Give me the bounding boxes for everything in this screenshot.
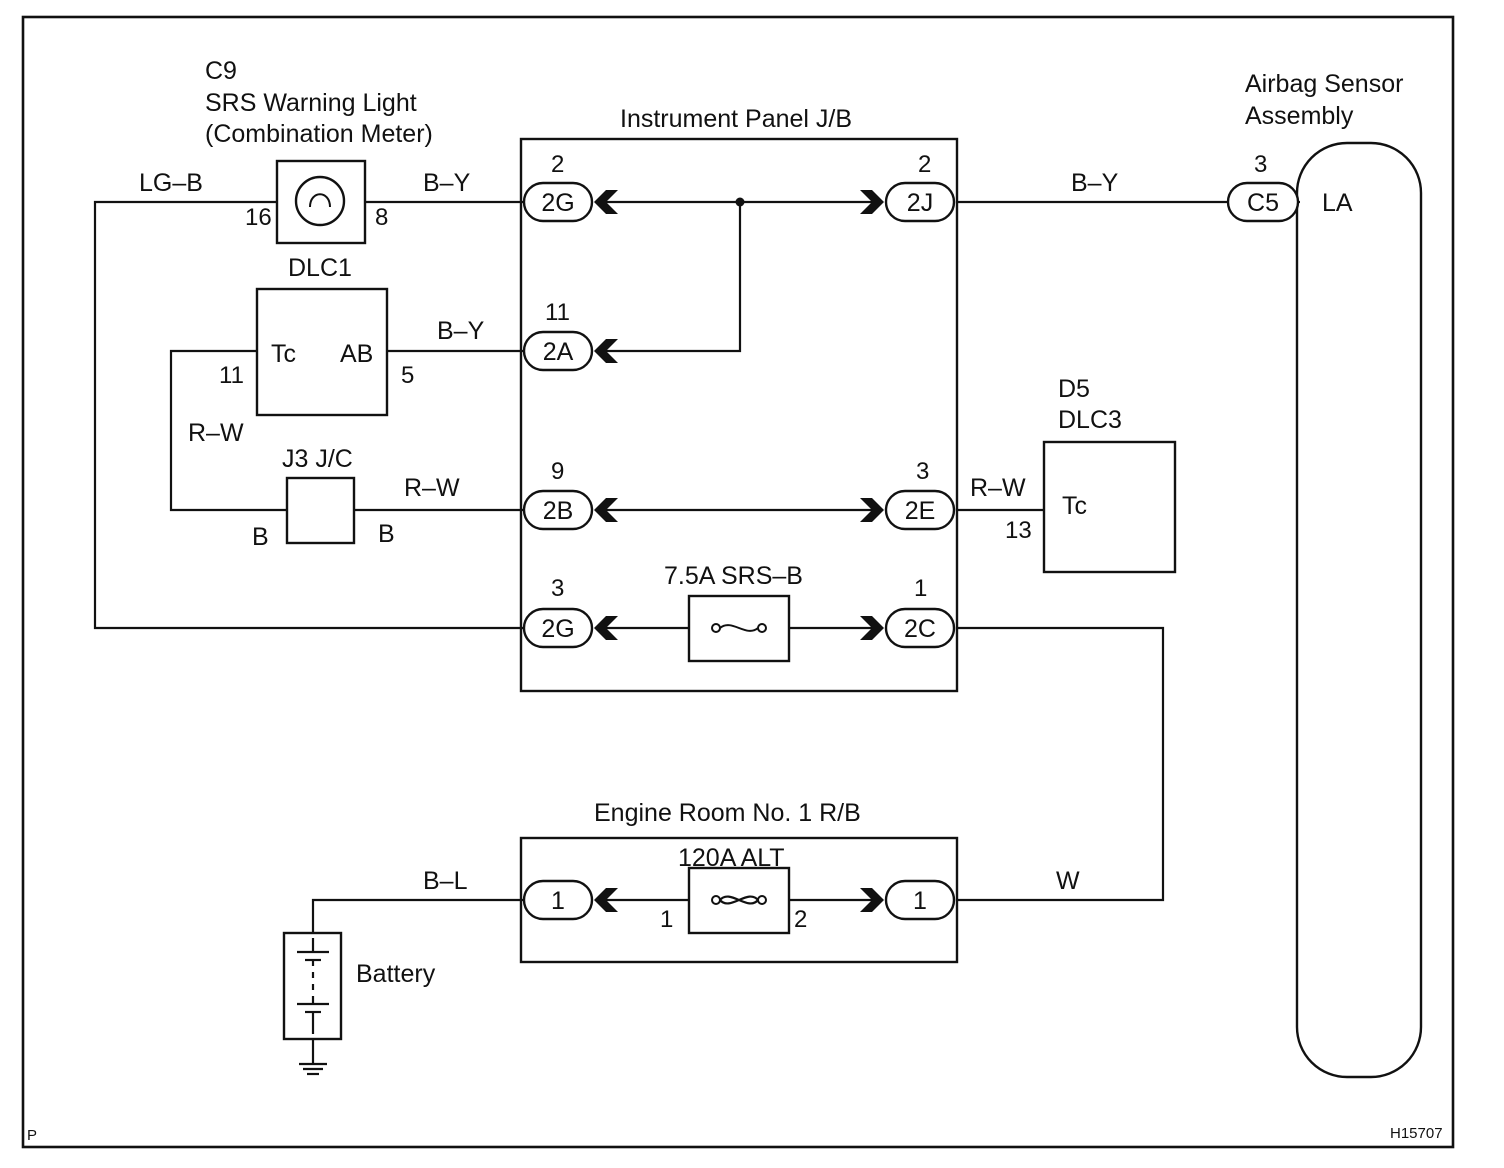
ground-icon [299,1039,327,1076]
dlc1-pin-ab: 5 [401,362,414,389]
conn-2g-bottom-label: 2G [541,615,574,643]
footer-right: H15707 [1390,1125,1443,1142]
er-conn-right [884,879,956,921]
j3-title: J3 J/C [282,445,353,473]
conn-2a [522,330,594,372]
conn-2e-label: 2E [905,497,936,525]
conn-2b-pin: 9 [551,458,564,485]
conn-2c [884,607,956,649]
dlc1-title: DLC1 [288,254,352,282]
instrument-panel-box [519,137,959,693]
conn-2g-bottom [522,607,594,649]
wire-label-rw-dlc3: R–W [970,474,1026,502]
dlc1-pin-tc: 11 [219,362,244,389]
dlc3-pin: 13 [1005,517,1032,544]
wire-label-by-top: B–Y [423,169,471,197]
c9-name: SRS Warning Light [205,89,417,117]
conn-2g-top-pin: 2 [551,151,564,178]
conn-2e-pin: 3 [916,458,929,485]
j3-pin-right: B [378,520,395,548]
footer-left: P [27,1127,37,1144]
wire-lg-b-loop [93,200,525,630]
c9-sub: (Combination Meter) [205,120,433,148]
battery-label: Battery [356,960,436,988]
j3-box [285,476,356,545]
wire-2c-to-engine-room [957,626,1165,902]
engine-room-title: Engine Room No. 1 R/B [594,799,861,827]
wire-dlc1-tc-to-j3 [169,349,287,512]
wire-label-rw-jc: R–W [404,474,460,502]
wire-b-l-battery [311,898,525,933]
airbag-terminal-la: LA [1322,189,1353,217]
dlc3-box [1042,440,1177,574]
alt-fuse-label: 120A ALT [678,844,785,872]
c9-pin-left: 16 [245,204,272,231]
battery-icon [297,938,329,1034]
srs-b-fuse-label: 7.5A SRS–B [664,562,803,590]
bulb-filament-icon [309,193,331,208]
outer-frame [21,15,1455,1149]
conn-2j [884,181,956,223]
airbag-title-2: Assembly [1245,102,1354,130]
c9-code: C9 [205,57,237,85]
alt-fuse-pin-left: 1 [660,906,673,933]
conn-c5 [1226,181,1300,223]
d5-code: D5 [1058,375,1090,403]
fuse-icon [711,623,767,633]
fusible-link-icon [711,895,767,905]
airbag-sensor-body [1295,141,1423,1079]
dlc3-tc: Tc [1062,492,1087,520]
dlc1-tc: Tc [271,340,296,368]
conn-2g-top [522,181,594,223]
wire-label-by-right: B–Y [1071,169,1119,197]
dlc1-ab: AB [340,340,373,368]
warning-light-bulb-icon [294,175,346,227]
airbag-title-1: Airbag Sensor [1245,70,1403,98]
conn-2c-label: 2C [904,615,936,643]
conn-2c-pin: 1 [914,575,927,602]
instrument-panel-title: Instrument Panel J/B [620,105,852,133]
conn-2b-label: 2B [543,497,574,525]
er-conn-right-label: 1 [913,887,927,915]
wire-label-rw-left: R–W [188,419,244,447]
er-conn-left-label: 1 [551,887,565,915]
conn-2g-top-label: 2G [541,189,574,217]
conn-2e [884,489,956,531]
conn-2j-pin: 2 [918,151,931,178]
c9-pin-right: 8 [375,204,388,231]
wire-label-lg-b: LG–B [139,169,203,197]
conn-2b [522,489,594,531]
er-conn-left [522,879,594,921]
wire-label-by-dlc1: B–Y [437,317,485,345]
j3-pin-left: B [252,523,269,551]
conn-2j-label: 2J [907,189,933,217]
alt-fuse-box [687,866,791,935]
d5-name: DLC3 [1058,406,1122,434]
conn-2g-bottom-pin: 3 [551,575,564,602]
conn-2a-label: 2A [543,338,574,366]
srs-b-fuse-box [687,594,791,663]
wire-label-w: W [1056,867,1080,895]
wire-splice-to-2a [600,202,742,353]
alt-fuse-pin-right: 2 [794,906,807,933]
wire-label-bl: B–L [423,867,468,895]
conn-2a-pin: 11 [545,299,570,326]
c5-pin: 3 [1254,151,1267,178]
conn-c5-label: C5 [1247,189,1279,217]
